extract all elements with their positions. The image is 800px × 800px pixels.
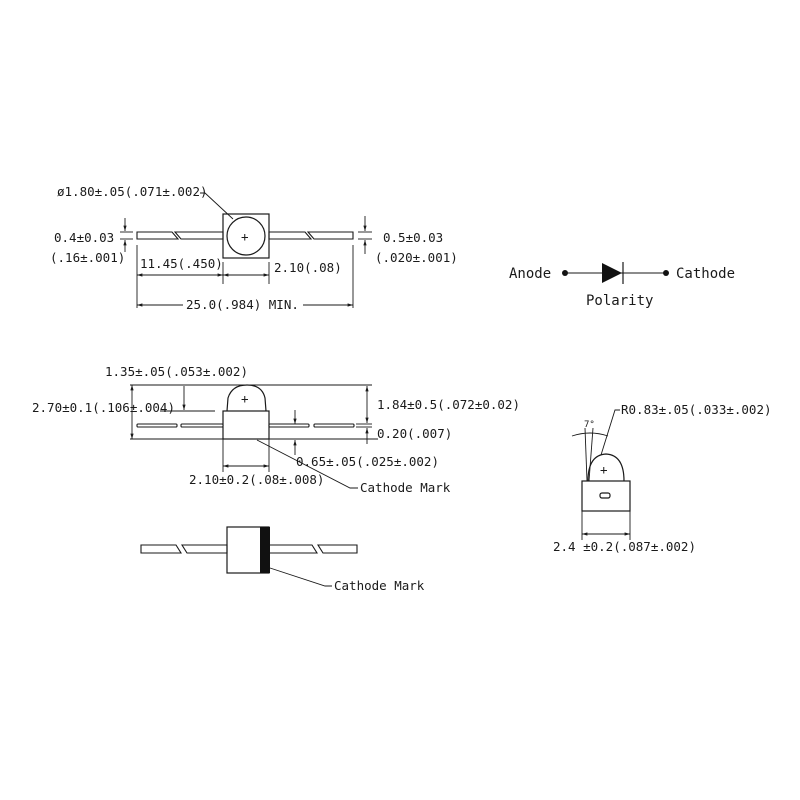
cathode-label: Cathode (676, 266, 735, 282)
lead-to-body-label: 11.45(.450) (140, 256, 223, 271)
right-lead-2 (313, 423, 355, 428)
left-lead-2 (180, 423, 224, 428)
left-lead (136, 423, 178, 428)
anode-label: Anode (509, 266, 551, 282)
center-mark: + (241, 229, 249, 244)
dome-height-label: 1.35±.05(.053±.002) (105, 364, 248, 379)
lens-to-lead-label: 1.84±0.5(.072±0.02) (377, 397, 520, 412)
overall-length-label: 25.0(.984) MIN. (186, 297, 299, 312)
led-body (222, 213, 270, 259)
right-lead-2 (306, 231, 354, 240)
angle-label: 7° (584, 420, 595, 430)
cathode-mark-label: Cathode Mark (334, 578, 425, 593)
leader-line (269, 567, 332, 587)
angle-arc (571, 432, 609, 437)
left-lead-2 (173, 231, 224, 240)
lead-thickness-label: 0.20(.007) (377, 426, 452, 441)
width-label: 2.4 ±0.2(.087±.002) (553, 539, 696, 554)
diode-triangle-icon (602, 263, 622, 283)
cathode-band (260, 527, 270, 573)
left-lead (136, 231, 180, 240)
top-view: + ø1.80±.05(.071±.002) 0.4±0.03 (.16±.00… (50, 184, 458, 312)
left-lead-thickness: 0.4±0.03 (54, 230, 114, 245)
center-mark: + (241, 391, 249, 406)
leader-line (256, 439, 358, 489)
leader-line (200, 192, 234, 220)
right-lead (268, 231, 313, 240)
right-lead-thickness-in: (.020±.001) (375, 250, 458, 265)
end-view: + 7° R0.83±.05(.033±.002) 2.4 ±0.2(.087±… (553, 402, 772, 554)
body-width-label: 2.10(.08) (274, 260, 342, 275)
leader-line (600, 409, 620, 456)
left-lead (140, 544, 182, 554)
cathode-terminal (663, 270, 669, 276)
lens-dome (226, 384, 267, 412)
right-lead (268, 544, 318, 554)
bottom-view: Cathode Mark (140, 526, 425, 593)
lens-diameter-label: ø1.80±.05(.071±.002) (57, 184, 208, 199)
angle-line (584, 427, 588, 482)
lens-circle (226, 216, 266, 256)
right-lead-thickness: 0.5±0.03 (383, 230, 443, 245)
body-width-label: 2.10±0.2(.08±.008) (189, 472, 324, 487)
led-body (581, 480, 631, 512)
side-view: + 2.70±0.1(.106±.004) 1.35±.05(.053±.002… (32, 364, 520, 495)
cathode-mark-label: Cathode Mark (360, 480, 451, 495)
right-lead (268, 423, 310, 428)
polarity-symbol: Anode Cathode Polarity (509, 262, 735, 309)
lead-offset-label: 0.65±.05(.025±.002) (296, 454, 439, 469)
cathode-notch (599, 492, 611, 499)
led-body (222, 410, 270, 440)
center-mark: + (600, 462, 608, 477)
left-lead-2 (181, 544, 228, 554)
polarity-caption: Polarity (586, 293, 653, 309)
angle-line (588, 427, 594, 482)
total-height-label: 2.70±0.1(.106±.004) (32, 400, 175, 415)
right-lead-2 (317, 544, 358, 554)
left-lead-thickness-in: (.16±.001) (50, 250, 125, 265)
radius-label: R0.83±.05(.033±.002) (621, 402, 772, 417)
